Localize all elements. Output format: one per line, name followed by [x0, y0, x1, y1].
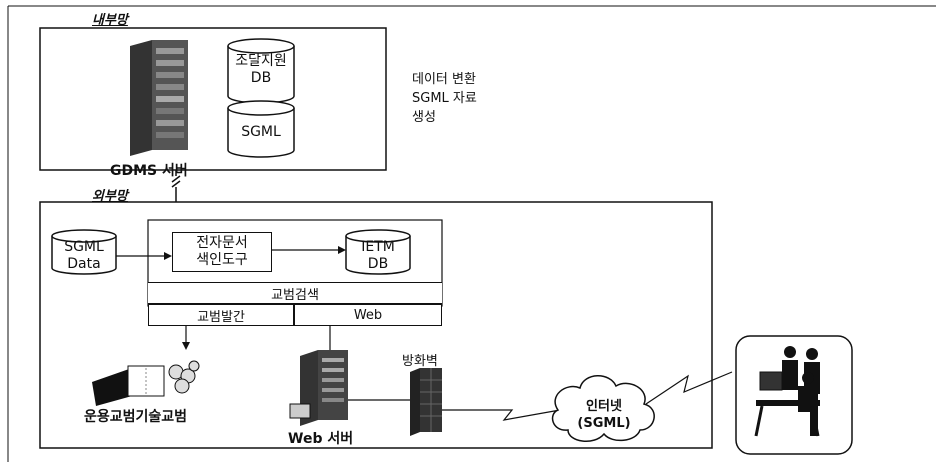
manual-search-bar: 교범검색	[148, 282, 442, 304]
ietm-db-line1: IETM	[361, 239, 395, 255]
manual-documents-icon	[92, 360, 200, 406]
index-tool-line1: 전자문서	[196, 235, 248, 251]
web-cell: Web	[294, 304, 442, 326]
sgml-data-line2: Data	[67, 256, 101, 272]
conversion-note-line2: SGML 자료	[412, 91, 477, 106]
web-server-icon	[289, 350, 348, 426]
sgml-cylinder-label: SGML	[241, 124, 281, 140]
users-box	[735, 335, 853, 455]
web-server-label: Web 서버	[288, 431, 354, 447]
manual-publish-cell: 교범발간	[148, 304, 294, 326]
procurement-db-line2: DB	[250, 70, 272, 86]
arrow-sgml-to-index	[116, 252, 172, 260]
internal-network-box	[39, 27, 387, 171]
internet-line1: 인터넷	[586, 399, 622, 414]
internet-label: 인터넷 (SGML)	[566, 398, 642, 432]
sgml-data-label: SGML Data	[52, 239, 116, 273]
conversion-note-line3: 생성	[412, 110, 436, 125]
network-link	[171, 170, 181, 202]
external-network-title: 외부망	[92, 189, 128, 204]
conversion-note: 데이터 변환 SGML 자료 생성	[412, 70, 477, 127]
firewall-icon	[410, 368, 442, 436]
internet-users-link	[645, 371, 733, 405]
sgml-data-line1: SGML	[64, 239, 104, 255]
gdms-server-icon	[130, 40, 188, 156]
procurement-db-cylinder	[227, 38, 295, 104]
sgml-data-cylinder	[51, 229, 117, 275]
firewall-internet-link	[442, 409, 561, 421]
arrow-index-to-ietm	[272, 246, 346, 254]
index-tool-line2: 색인도구	[196, 252, 248, 268]
gdms-server-label: GDMS 서버	[110, 163, 188, 179]
procurement-db-label: 조달지원 DB	[228, 53, 294, 87]
conversion-note-line1: 데이터 변환	[412, 72, 476, 87]
internet-line2: (SGML)	[577, 416, 631, 431]
operations-manual-label: 운용교범기술교범	[84, 409, 188, 425]
ietm-db-label: IETM DB	[346, 239, 410, 273]
ietm-db-cylinder	[345, 229, 411, 275]
internal-network-title: 내부망	[92, 13, 128, 28]
index-tool-box: 전자문서 색인도구	[172, 232, 272, 272]
firewall-label: 방화벽	[402, 354, 438, 369]
external-network-box	[39, 201, 713, 449]
ietm-db-line2: DB	[367, 256, 389, 272]
sgml-cylinder	[227, 100, 295, 158]
procurement-db-line1: 조달지원	[235, 53, 287, 69]
arrow-publish-down	[182, 326, 190, 350]
users-icon	[754, 346, 820, 437]
internet-cloud-icon	[551, 375, 655, 442]
